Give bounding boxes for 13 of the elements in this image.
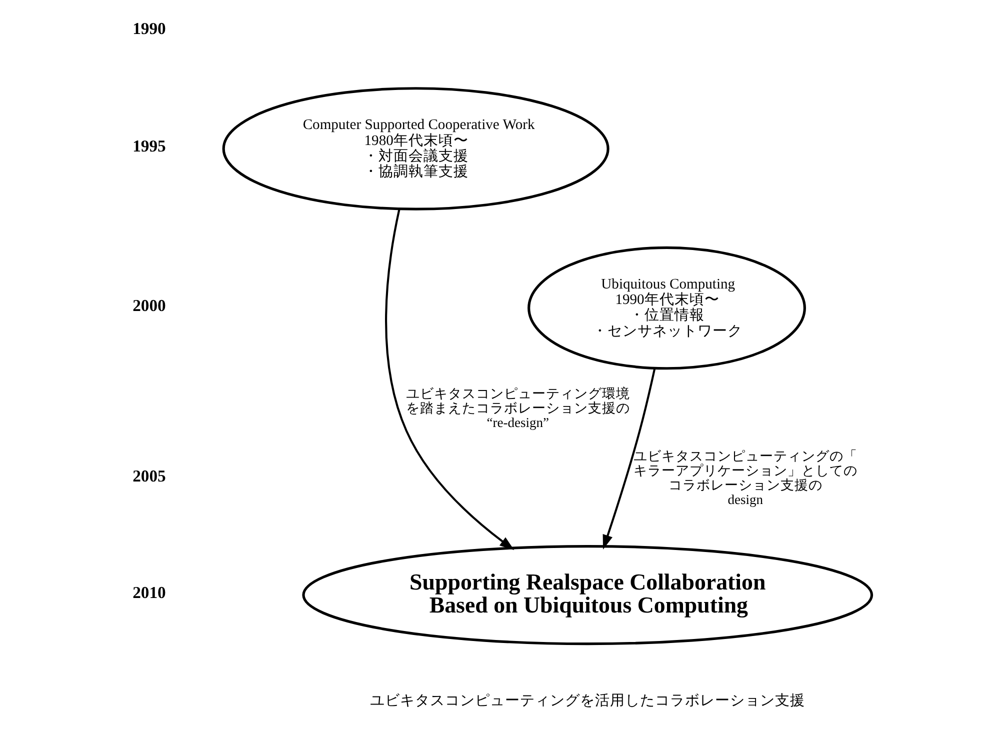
label: 2000 xyxy=(132,296,166,315)
label: 1995 xyxy=(132,136,166,156)
edge-label: ユビキタスコンピューティングの「キラーアプリケーション」としてのコラボレーション支援のdesign xyxy=(633,448,858,508)
edge-label: ユビキタスコンピューティング環境を踏まえたコラボレーション支援の“re-design” xyxy=(406,386,630,430)
node-ellipse: Ubiquitous Computing 1990年代末頃〜 ・位置情報 ・センサネットワーク xyxy=(528,246,806,370)
label: 2010 xyxy=(132,582,166,602)
label: 2005 xyxy=(132,466,166,486)
node-ellipse: Computer Supported Cooperative Work 1980年代末頃〜 ・対面会議支援 ・協調執筆支援 xyxy=(222,87,610,210)
arrow xyxy=(385,208,514,550)
node-label: ユビキタスコンピューティングを活用したコラボレーション支援 xyxy=(370,692,806,709)
label: 1990 xyxy=(132,19,166,38)
node-ellipse: Supporting Realspace Collaboration Based on Ubiquitous Computing xyxy=(302,544,874,646)
arrow xyxy=(602,368,656,550)
